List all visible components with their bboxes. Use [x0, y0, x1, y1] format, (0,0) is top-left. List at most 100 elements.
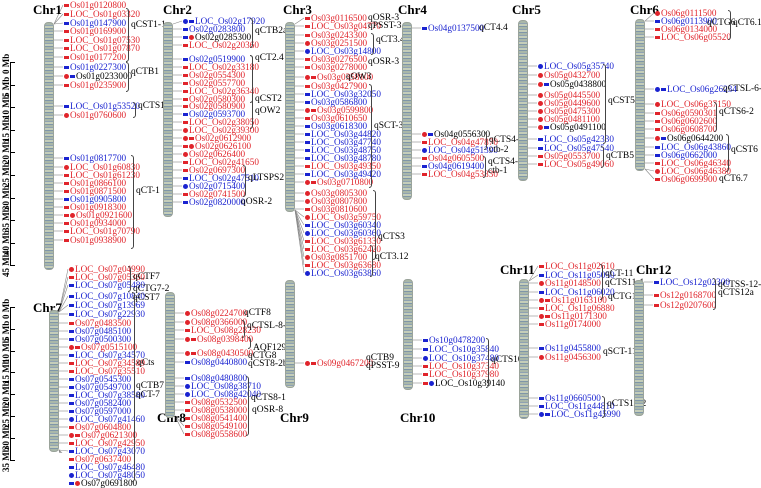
- gene-label: Os03g0586800: [305, 97, 367, 107]
- gene-label: LOC_Os06g05520: [655, 32, 731, 42]
- gene-id: LOC_Os11g06020: [545, 287, 615, 297]
- qtl-label: qCTB7: [136, 381, 164, 391]
- gene-label: LOC_Os03g49350: [305, 161, 381, 171]
- square-marker-icon: [191, 352, 196, 356]
- qtl-bracket: [128, 266, 131, 292]
- square-marker-icon: [539, 323, 544, 327]
- gene-id: Os02g0741500: [189, 189, 246, 199]
- qtl-label: qCTB1: [131, 67, 159, 77]
- gene-label: Os02g0626100: [183, 141, 251, 151]
- square-marker-icon: [305, 149, 310, 153]
- gene-label: LOC_Os07g04990: [69, 264, 145, 274]
- gene-id: Os07g0604800: [75, 422, 132, 432]
- gene-label: LOC_Os07g43070: [69, 446, 145, 456]
- gene-label: Os03g0807800: [305, 196, 367, 206]
- qtl-label: qCTB9: [366, 353, 394, 363]
- gene-id: LOC_Os03g14800: [311, 46, 381, 56]
- gene-id: Os07g0545300: [75, 374, 132, 384]
- qtl-bracket: [483, 156, 486, 178]
- qtl-bracket: [728, 10, 731, 40]
- gene-id: Os02g0820000: [189, 197, 246, 207]
- gene-id: LOC_Os04g51390: [428, 145, 498, 155]
- square-marker-icon: [545, 315, 550, 319]
- scale-tick-label: 25 Mb: [1, 162, 11, 187]
- gene-label: LOC_Os03g62420: [305, 244, 381, 254]
- gene-id: Os03g0805300: [311, 188, 368, 198]
- gene-label: Os01g0934000: [64, 218, 126, 228]
- qtl-bracket: [243, 165, 246, 197]
- gene-id: LOC_Os02g38050: [189, 117, 259, 127]
- gene-id: Os04g0605500: [428, 153, 485, 163]
- circle-marker-icon: [422, 148, 427, 154]
- qtl-label: qCTSL-6-1: [723, 84, 761, 94]
- scale-tick: [10, 84, 15, 86]
- circle-marker-icon: [305, 231, 310, 237]
- gene-label: LOC_Os07g38580: [69, 390, 145, 400]
- circle-marker-icon: [69, 433, 74, 439]
- circle-marker-icon: [305, 191, 310, 197]
- circle-marker-icon: [305, 255, 310, 261]
- gene-label: LOC_Os05g49060: [538, 159, 614, 169]
- qtl-bracket: [369, 84, 372, 188]
- qtl-label: qCTS6-2: [719, 107, 754, 117]
- circle-marker-icon: [185, 311, 190, 317]
- gene-label: Os01g0235900: [64, 80, 126, 90]
- square-marker-icon: [654, 281, 659, 285]
- gene-id: LOC_Os03g60340: [311, 220, 381, 230]
- gene-id: LOC_Os12g02300: [660, 277, 730, 287]
- square-marker-icon: [423, 339, 428, 343]
- scale-tick: [10, 265, 15, 267]
- gene-id: LOC_Os07g22930: [75, 309, 145, 319]
- gene-id: LOC_Os01g07870: [70, 43, 140, 53]
- square-marker-icon: [305, 17, 310, 21]
- gene-label: LOC_Os08g42040: [185, 389, 261, 399]
- gene-label: Os07g0500300: [69, 334, 131, 344]
- gene-id: Os01g0918300: [70, 202, 127, 212]
- qtl-label: qCTSS-12-1: [718, 280, 761, 290]
- square-marker-icon: [311, 109, 316, 113]
- qtl-label: qSCT-3: [374, 121, 404, 131]
- gene-id: LOC_Os02g36340: [189, 86, 259, 96]
- circle-marker-icon: [655, 169, 660, 175]
- gene-label: LOC_Os02g20360: [183, 40, 259, 50]
- scale-tick: [10, 416, 15, 417]
- gene-label: Os02g0715400: [183, 181, 245, 191]
- circle-marker-icon: [183, 184, 188, 190]
- gene-id: Os04g0556300: [434, 129, 491, 139]
- square-marker-icon: [538, 138, 543, 142]
- gene-id: Os06g0602600: [661, 116, 718, 126]
- square-marker-icon: [69, 442, 74, 446]
- circle-marker-icon: [539, 355, 544, 361]
- gene-id: Os01g0905800: [70, 194, 127, 204]
- qtl-label: qCTB2a: [255, 26, 288, 36]
- gene-id: Os01g0866100: [70, 178, 127, 188]
- qtl-label: qCTS12a: [718, 288, 754, 298]
- gene-label: Os12g0207600: [654, 300, 716, 310]
- square-marker-icon: [69, 276, 74, 280]
- square-marker-icon: [305, 141, 310, 145]
- qtl-label: qOSR-2: [241, 197, 273, 207]
- circle-marker-icon: [185, 320, 190, 326]
- qtl-bracket: [484, 132, 487, 150]
- gene-id: Os07g0597000: [75, 406, 132, 416]
- chromosome-bar: [163, 22, 173, 217]
- circle-marker-icon: [185, 337, 190, 343]
- qtl-label: qCTSL-8-1: [247, 321, 291, 331]
- qtl-label: qCTG6: [707, 18, 736, 28]
- gene-id: Os08g0366000: [191, 317, 248, 327]
- square-marker-icon: [654, 304, 659, 308]
- circle-marker-icon: [189, 144, 194, 150]
- chromosome-bar: [44, 22, 54, 270]
- scale-tick: [10, 328, 15, 330]
- gene-label: LOC_Os02g33180: [183, 62, 259, 72]
- square-marker-icon: [64, 174, 69, 178]
- gene-label: Os07g0597000: [69, 406, 132, 416]
- gene-id: Os03g0116500: [311, 13, 367, 23]
- circle-marker-icon: [538, 82, 543, 88]
- gene-label: Os03g0278000: [305, 62, 367, 72]
- gene-label: Os12g0168700: [654, 290, 716, 300]
- qtl-label: qOSR-3: [368, 57, 400, 67]
- gene-label: Os09g0467200: [305, 358, 373, 368]
- gene-id: Os03g0358100: [317, 72, 374, 82]
- gene-label: Os11g0660500: [539, 393, 601, 403]
